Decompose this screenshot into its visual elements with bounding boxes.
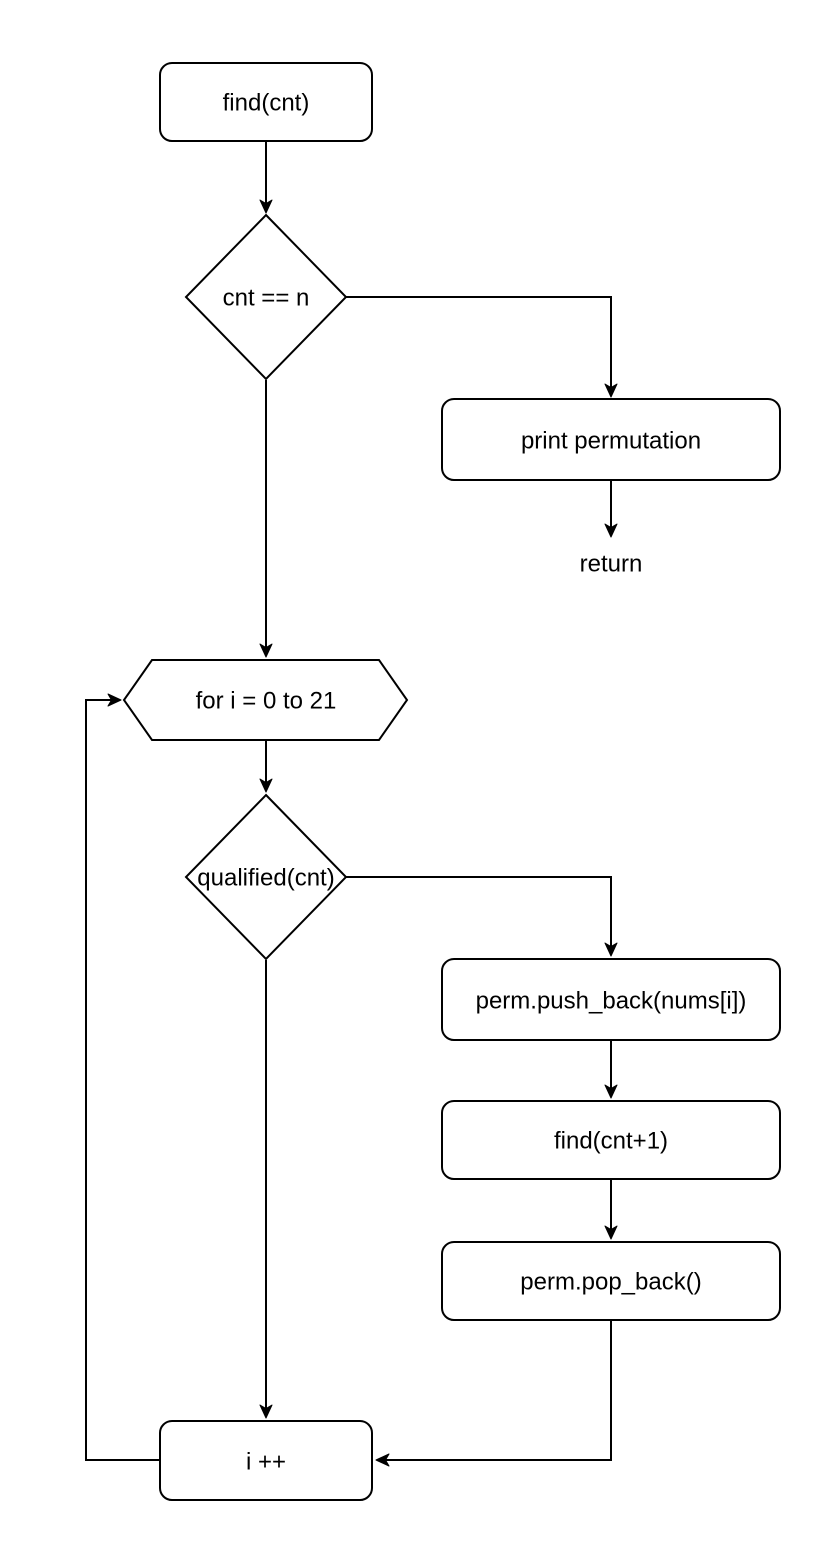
node-pop-back: perm.pop_back() — [441, 1241, 781, 1321]
return-label: return — [580, 550, 643, 577]
qualified-check-label: qualified(cnt) — [197, 864, 334, 891]
edge-increment-to-for-loop — [85, 693, 160, 1461]
push-back-shape — [441, 958, 781, 1041]
qualified-check-shape — [184, 793, 348, 961]
find-next-shape — [441, 1100, 781, 1180]
node-qualified-check: qualified(cnt) — [184, 793, 348, 961]
print-permutation-label: print permutation — [521, 427, 701, 454]
for-loop-label: for i = 0 to 21 — [196, 687, 337, 714]
node-find: find(cnt) — [159, 62, 373, 142]
find-label: find(cnt) — [223, 89, 310, 116]
node-print-permutation: print permutation — [441, 398, 781, 481]
find-shape — [159, 62, 373, 142]
node-increment: i ++ — [159, 1420, 373, 1501]
print-permutation-shape — [441, 398, 781, 481]
edge-qualified-check-to-push-back — [346, 876, 618, 957]
increment-shape — [159, 1420, 373, 1501]
edge-pop-back-to-increment — [375, 1320, 612, 1467]
cnt-check-shape — [184, 213, 348, 381]
node-find-next: find(cnt+1) — [441, 1100, 781, 1180]
find-next-label: find(cnt+1) — [554, 1127, 668, 1154]
cnt-check-label: cnt == n — [223, 284, 310, 311]
node-push-back: perm.push_back(nums[i]) — [441, 958, 781, 1041]
node-for-loop: for i = 0 to 21 — [122, 659, 409, 741]
pop-back-label: perm.pop_back() — [520, 1268, 701, 1295]
node-return: return — [580, 550, 643, 577]
edge-cnt-check-to-print-permutation — [346, 296, 618, 398]
for-loop-shape — [122, 659, 409, 741]
pop-back-shape — [441, 1241, 781, 1321]
connectors — [85, 142, 618, 1467]
push-back-label: perm.push_back(nums[i]) — [476, 987, 747, 1014]
node-cnt-check: cnt == n — [184, 213, 348, 381]
increment-label: i ++ — [246, 1448, 286, 1475]
